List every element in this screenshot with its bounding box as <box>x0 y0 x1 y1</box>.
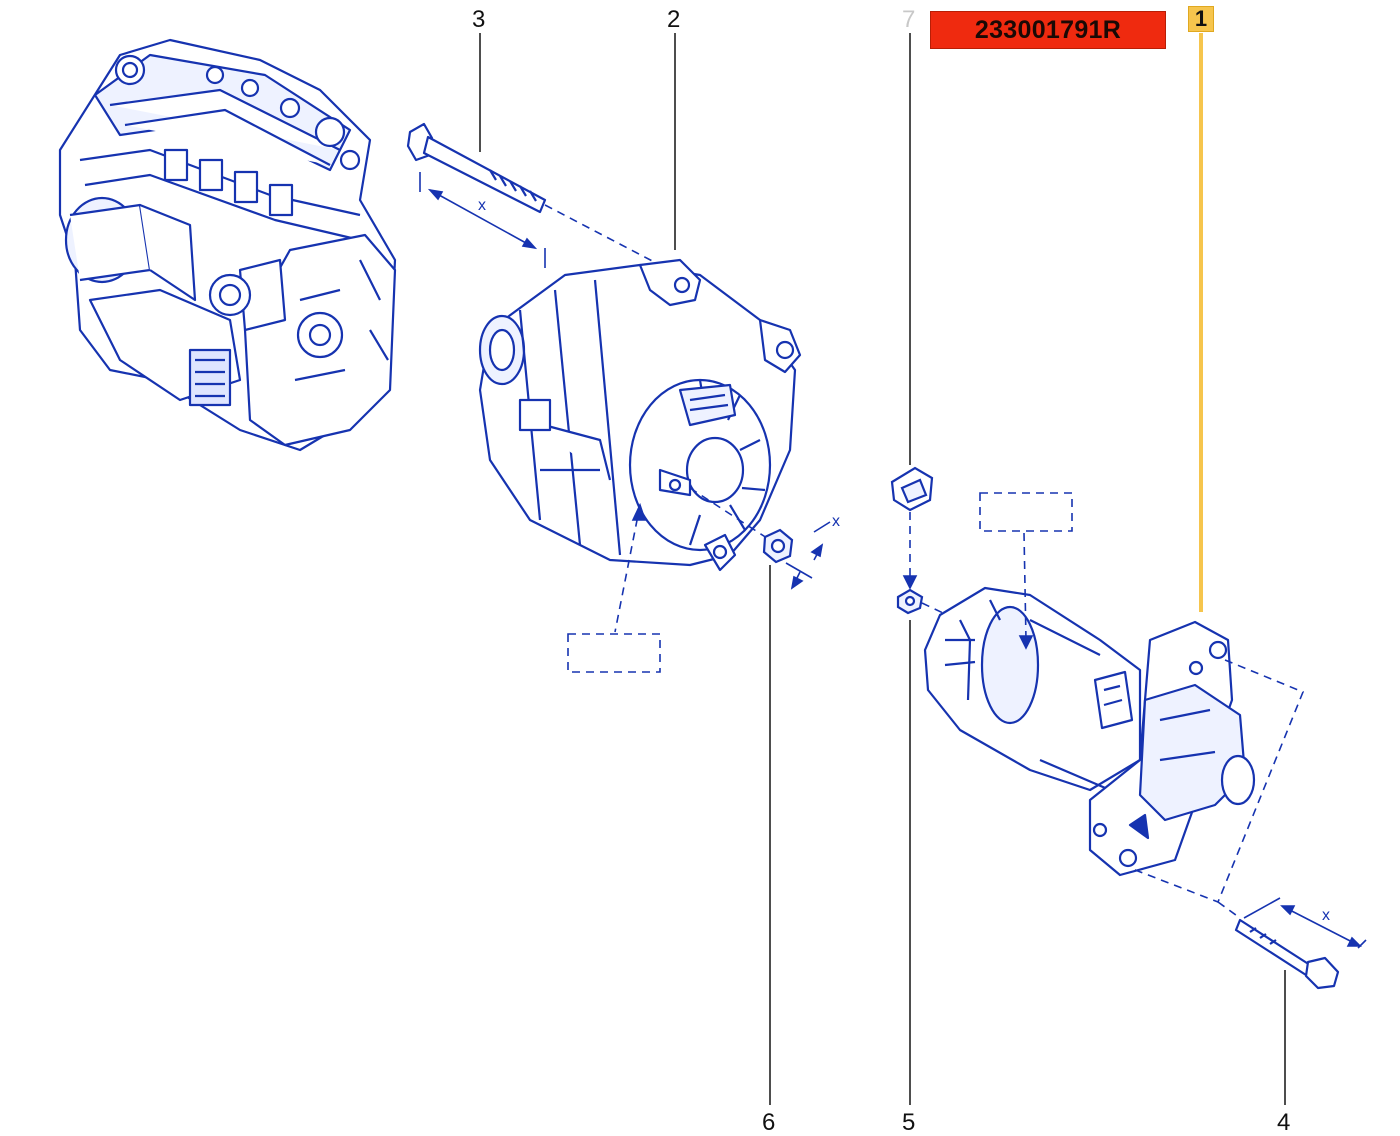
dimension-x-bolt-4 <box>1243 897 1367 949</box>
part-6-nut <box>762 528 794 564</box>
part-3-alternator-bolt <box>406 122 547 214</box>
callout-4: 4 <box>1277 1109 1290 1136</box>
callout-5: 5 <box>902 1109 915 1136</box>
dimension-label: x <box>832 513 840 530</box>
part-7-terminal-cap <box>890 466 934 512</box>
callout-leader-lines <box>479 33 1286 1105</box>
part-2-alternator <box>478 258 802 572</box>
engine-block-illustration <box>58 38 397 452</box>
dimension-label: x <box>478 197 486 214</box>
part-reference-number: 233001791R <box>974 15 1122 44</box>
callout-7: 7 <box>902 6 915 33</box>
dimension-x-bolt-3 <box>419 172 661 268</box>
alternator-terminal-leader <box>567 487 771 673</box>
part-5-terminal-nut <box>896 588 924 615</box>
part-1-starter-motor <box>923 586 1256 877</box>
callout-1: 1 <box>1194 6 1208 31</box>
part-reference-badge: 233001791R <box>930 11 1166 49</box>
callout-1-highlight: 1 <box>1188 6 1214 32</box>
callout-2: 2 <box>667 6 680 33</box>
callout-3: 3 <box>472 6 485 33</box>
dimension-label: x <box>1322 907 1330 924</box>
terminal-leaders <box>902 512 963 623</box>
dimension-x-nut-6 <box>785 521 831 590</box>
part-4-starter-bolt <box>1234 918 1340 990</box>
callout-6: 6 <box>762 1109 775 1136</box>
starter-leaders <box>979 492 1305 919</box>
